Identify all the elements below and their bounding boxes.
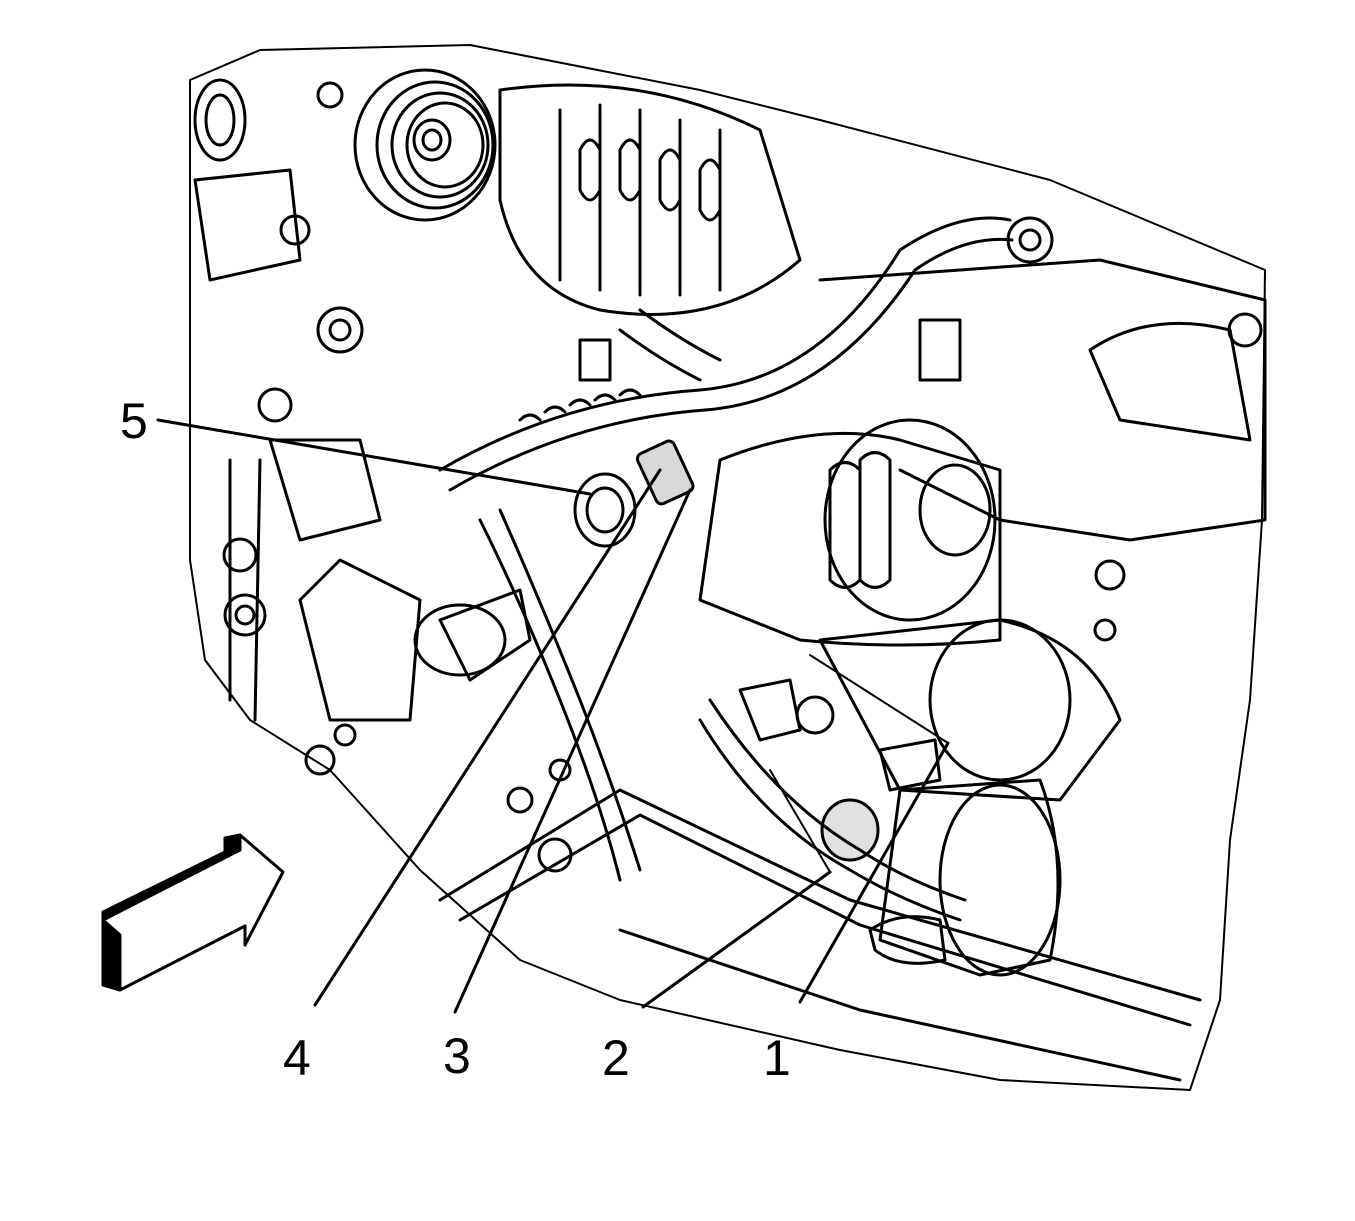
wiring-harness (438, 216, 1014, 922)
electrical-connectors (413, 439, 942, 862)
view-direction-arrow-icon (101, 833, 285, 992)
leader-line-3 (453, 488, 692, 1014)
leader-line-2b (769, 769, 831, 873)
leader-line-2 (641, 870, 832, 1009)
leader-line-5 (156, 418, 592, 496)
engine-block-left (193, 78, 422, 776)
leader-line-1 (798, 741, 950, 1004)
callout-label-3: 3 (443, 1028, 471, 1084)
callout-label-5: 5 (120, 393, 148, 449)
intake-bracket (578, 216, 1267, 542)
starter-solenoid (698, 418, 1002, 647)
leader-line-1b (809, 654, 949, 744)
callout-label-1: 1 (763, 1030, 791, 1086)
alternator (498, 83, 802, 316)
leader-line-4 (313, 468, 662, 1007)
callout-label-2: 2 (602, 1030, 630, 1086)
oil-pan-rail (438, 758, 1202, 1082)
starter-motor (818, 559, 1126, 977)
alternator-pulley (353, 68, 497, 222)
callout-leaders (156, 418, 950, 1014)
callout-label-4: 4 (283, 1030, 311, 1086)
